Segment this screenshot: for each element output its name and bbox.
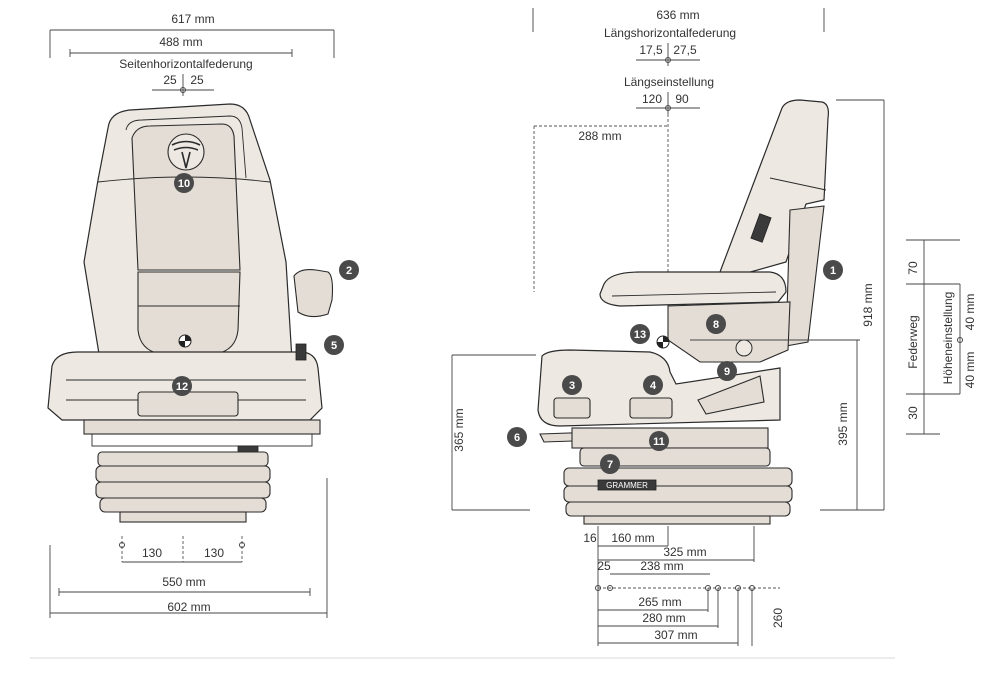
overall-width: 602 mm <box>167 600 210 614</box>
front-width-total: 617 mm <box>171 12 214 26</box>
dim-238: 238 mm <box>640 559 683 573</box>
badge-7: 7 <box>600 454 620 474</box>
dim-260: 260 <box>771 608 785 628</box>
badge-10: 10 <box>174 173 194 193</box>
badge-2: 2 <box>339 260 359 280</box>
side-width-total: 636 mm <box>656 8 699 22</box>
spring-travel-label: Federweg <box>906 315 920 368</box>
height-upper: 40 mm <box>963 294 977 331</box>
lateral-right: 25 <box>190 73 204 87</box>
dim-325: 325 mm <box>663 545 706 559</box>
height-adjust-label: Höheneinstellung <box>941 292 955 385</box>
badge-9: 9 <box>717 361 737 381</box>
front-armrest <box>293 269 334 318</box>
lateral-left: 25 <box>163 73 177 87</box>
longitudinal-left: 17,5 <box>639 43 663 57</box>
svg-text:2: 2 <box>346 265 352 277</box>
badge-8: 8 <box>706 314 726 334</box>
mount-left: 130 <box>142 546 162 560</box>
svg-text:8: 8 <box>713 319 719 331</box>
brand-logo-icon <box>167 133 205 171</box>
front-view: 617 mm 488 mm Seitenhorizontalfederung 2… <box>47 12 335 618</box>
badge-6: 6 <box>507 427 527 447</box>
lateral-suspension-label: Seitenhorizontalfederung <box>119 57 252 71</box>
adjust-right: 90 <box>675 92 689 106</box>
badge-13: 13 <box>630 324 650 344</box>
overall-height: 918 mm <box>861 283 875 326</box>
dim-307: 307 mm <box>654 628 697 642</box>
badge-4: 4 <box>643 375 663 395</box>
badge-1: 1 <box>823 260 843 280</box>
front-headrest-panel <box>131 123 241 271</box>
dim-16: 16 <box>583 531 597 545</box>
travel-lower: 30 <box>906 406 920 420</box>
side-seat-cushion <box>599 271 787 307</box>
base-width: 550 mm <box>162 575 205 589</box>
svg-text:3: 3 <box>569 380 575 392</box>
front-width-inner: 488 mm <box>159 35 202 49</box>
front-bellows <box>95 465 271 483</box>
badge-11: 11 <box>649 431 669 451</box>
side-label-plate <box>750 213 772 243</box>
height-lower: 40 mm <box>963 352 977 389</box>
badge-3: 3 <box>562 375 582 395</box>
brand-label: GRAMMER <box>606 481 648 490</box>
longitudinal-right: 27,5 <box>673 43 697 57</box>
longitudinal-adjust-label: Längseinstellung <box>624 75 714 89</box>
adjust-left: 120 <box>642 92 662 106</box>
travel-upper: 70 <box>906 261 920 275</box>
svg-text:13: 13 <box>634 329 646 341</box>
mount-right: 130 <box>204 546 224 560</box>
dim-160: 160 mm <box>611 531 654 545</box>
svg-text:11: 11 <box>653 436 665 448</box>
backrest-offset: 288 mm <box>578 129 621 143</box>
badge-5: 5 <box>324 335 344 355</box>
seat-height: 395 mm <box>836 402 850 445</box>
base-height: 365 mm <box>452 408 466 451</box>
dim-280: 280 mm <box>642 611 685 625</box>
svg-text:10: 10 <box>178 178 190 190</box>
dim-25: 25 <box>597 559 611 573</box>
dim-265: 265 mm <box>638 595 681 609</box>
svg-text:9: 9 <box>724 366 730 378</box>
badge-12: 12 <box>172 376 192 396</box>
side-backrest <box>719 99 829 277</box>
svg-text:4: 4 <box>650 380 657 392</box>
svg-text:6: 6 <box>514 432 520 444</box>
svg-text:1: 1 <box>830 265 836 277</box>
longitudinal-suspension-label: Längshorizontalfederung <box>604 26 736 40</box>
svg-text:7: 7 <box>607 459 613 471</box>
svg-text:5: 5 <box>331 340 337 352</box>
svg-text:12: 12 <box>176 381 188 393</box>
